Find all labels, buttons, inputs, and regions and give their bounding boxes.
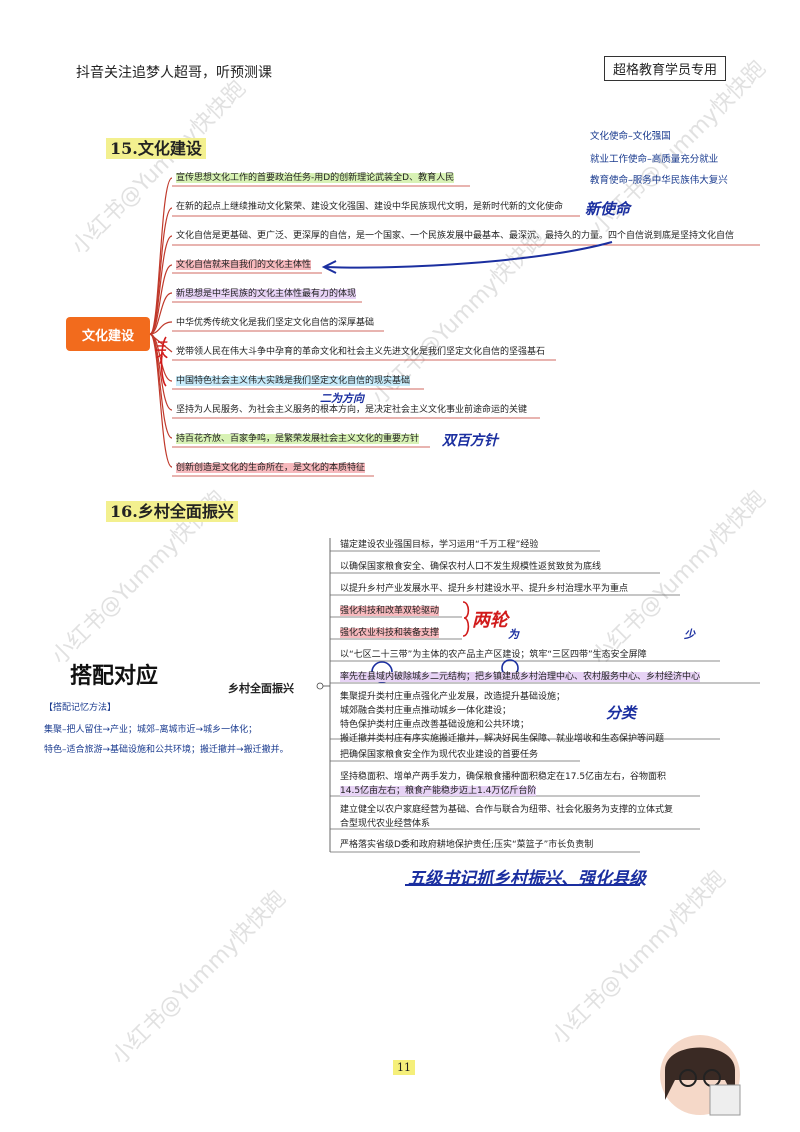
right-note-1: 文化使命–文化强国 <box>590 131 671 142</box>
hand-note-main: 为 <box>508 628 519 641</box>
culture-item-6: 中华优秀传统文化是我们坚定文化自信的深厚基础 <box>176 318 375 328</box>
rural-item-16: 合型现代农业经营体系 <box>340 819 431 829</box>
hand-note-classify: 分类 <box>606 704 637 722</box>
section-15-title: 15.文化建设 <box>106 138 206 159</box>
rural-item-2: 以确保国家粮食安全、确保农村人口不发生规模性返贫致贫为底线 <box>340 562 602 572</box>
memo-title: 【搭配记忆方法】 <box>44 703 117 713</box>
rural-connectors <box>316 538 760 886</box>
culture-root-node: 文化建设 <box>66 317 150 351</box>
culture-item-8: 中国特色社会主义伟大实践是我们坚定文化自信的现实基础 <box>176 376 411 386</box>
culture-connectors <box>149 177 760 477</box>
rural-item-7: 率先在县域内破除城乡二元结构；把乡镇建成乡村治理中心、农村服务中心、乡村经济中心 <box>340 672 701 682</box>
memo-line-1: 集聚–把人留住→产业；城郊–离城市近→城乡一体化； <box>44 725 258 735</box>
rural-item-3: 以提升乡村产业发展水平、提升乡村建设水平、提升乡村治理水平为重点 <box>340 584 629 594</box>
rural-item-6: 以“七区二十三带”为主体的农产品主产区建设；筑牢“三区四带”生态安全屏障 <box>340 650 647 660</box>
rural-item-15: 建立健全以农户家庭经营为基础、合作与联合为纽带、社会化服务为支撑的立体式复 <box>340 805 674 815</box>
hand-note-two-direction: 二为方向 <box>320 392 364 405</box>
memo-line-2: 特色–适合旅游→基础设施和公共环境；搬迁撤并→搬迁撤并。 <box>44 745 289 755</box>
culture-item-9: 坚持为人民服务、为社会主义服务的根本方向，是决定社会主义文化事业前途命运的关键 <box>176 405 528 415</box>
section-15-title-wrap: 15.文化建设 <box>106 135 206 159</box>
rural-item-17: 严格落实省级D委和政府耕地保护责任;压实“菜篮子”市长负责制 <box>340 840 594 850</box>
watermark: 小红书@Yummy快快跑 <box>107 885 291 1070</box>
rural-item-9: 城郊融合类村庄重点推动城乡一体化建设； <box>340 706 512 716</box>
rural-item-14: 14.5亿亩左右；粮食产能稳步迈上1.4万亿斤台阶 <box>340 786 537 796</box>
avatar-sticker <box>660 1035 741 1116</box>
section-16-title: 16.乡村全面振兴 <box>106 501 238 522</box>
culture-item-2: 在新的起点上继续推动文化繁荣、建设文化强国、建设中华民族现代文明，是新时代新的文… <box>176 202 564 212</box>
culture-item-4: 文化自信就来自我们的文化主体性 <box>176 260 312 270</box>
matching-title: 搭配对应 <box>70 664 159 689</box>
right-note-3: 教育使命–服务中华民族伟大复兴 <box>590 175 728 186</box>
rural-item-12: 把确保国家粮食安全作为现代农业建设的首要任务 <box>340 750 539 760</box>
hand-note-bottom: 五级书记抓乡村振兴、强化县级 <box>408 869 646 889</box>
hand-note-three: 三个 <box>153 340 167 364</box>
rural-item-10: 特色保护类村庄重点改善基础设施和公共环境； <box>340 720 530 730</box>
rural-item-4: 强化科技和改革双轮驱动 <box>340 606 440 616</box>
culture-item-1: 宣传思想文化工作的首要政治任务-用D的创新理论武装全D、教育人民 <box>176 173 455 183</box>
rural-item-11: 搬迁撤并类村庄有序实施搬迁撤并，解决好民生保障、就业增收和生态保护等问题 <box>340 734 665 744</box>
rural-root-node: 乡村全面振兴 <box>228 682 294 695</box>
culture-item-11: 创新创造是文化的生命所在，是文化的本质特征 <box>176 463 366 473</box>
hand-note-few: 少 <box>684 628 695 641</box>
rural-item-13: 坚持稳面积、增单产两手发力，确保粮食播种面积稳定在17.5亿亩左右，谷物面积 <box>340 772 667 782</box>
section-16-title-wrap: 16.乡村全面振兴 <box>106 498 238 522</box>
culture-item-7: 党带领人民在伟大斗争中孕育的革命文化和社会主义先进文化是我们坚定文化自信的坚强基… <box>176 347 546 357</box>
page-number: 11 <box>393 1060 415 1075</box>
culture-item-10: 持百花齐放、百家争鸣，是繁荣发展社会主义文化的重要方针 <box>176 434 420 444</box>
header-left-text: 抖音关注追梦人超哥，听预测课 <box>76 65 272 81</box>
header-right-box: 超格教育学员专用 <box>604 56 727 81</box>
rural-item-8: 集聚提升类村庄重点强化产业发展，改造提升基础设施； <box>340 692 566 702</box>
hand-note-new-mission: 新使命 <box>585 200 631 218</box>
culture-item-5: 新思想是中华民族的文化主体性最有力的体现 <box>176 289 357 299</box>
rural-item-1: 锚定建设农业强国目标，学习运用“千万工程”经验 <box>340 540 539 550</box>
hand-note-double-hundred: 双百方针 <box>442 433 498 449</box>
culture-item-3: 文化自信是更基础、更广泛、更深厚的自信，是一个国家、一个民族发展中最基本、最深沉… <box>176 231 735 241</box>
hand-note-two-wheels: 两轮 <box>472 610 508 631</box>
rural-item-5: 强化农业科技和装备支撑 <box>340 628 440 638</box>
right-note-2: 就业工作使命–高质量充分就业 <box>590 154 719 165</box>
